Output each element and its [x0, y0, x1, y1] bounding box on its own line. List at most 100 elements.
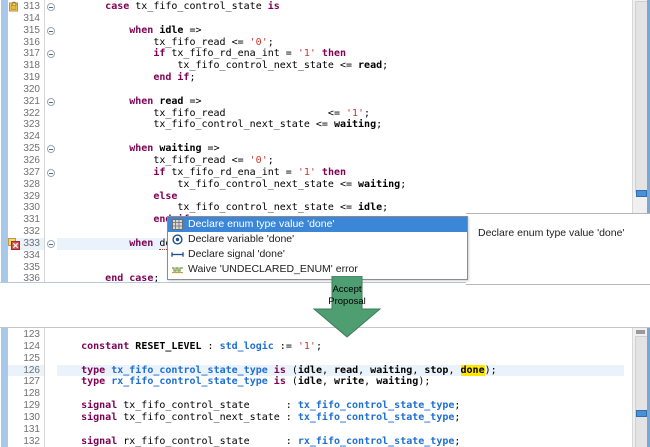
proposal-label: Declare enum type value 'done'	[188, 218, 335, 230]
code-line[interactable]: if tx_fifo_rd_ena_int = '1' then	[153, 166, 347, 178]
code-line-active[interactable]: type tx_fifo_control_state_type is (idle…	[57, 364, 624, 377]
line-number: 328	[23, 178, 40, 190]
line-number: 318	[23, 60, 40, 72]
proposal-item-waive[interactable]: Waive 'UNDECLARED_ENUM' error	[168, 262, 467, 277]
proposal-label: Declare signal 'done'	[188, 248, 285, 260]
code-line[interactable]: tx_fifo_control_next_state <= waiting;	[57, 119, 383, 131]
line-number: 332	[23, 226, 40, 238]
code-line[interactable]: end if;	[153, 72, 196, 84]
folding-ruler-top[interactable]	[45, 0, 57, 282]
code-line[interactable]	[57, 131, 624, 143]
line-number: 128	[23, 388, 40, 400]
fold-toggle[interactable]	[47, 145, 55, 154]
line-number: 324	[23, 131, 40, 143]
line-number: 335	[23, 261, 40, 273]
folding-ruler-bottom[interactable]	[45, 328, 57, 447]
proposal-item-enum-type[interactable]: Declare enum type value 'done'	[168, 217, 467, 232]
line-number-gutter-bottom: 123 124 125 126 127 128 129 130 131 132 …	[8, 328, 45, 447]
code-text-bottom[interactable]: constant RESET_LEVEL : std_logic := '1';…	[57, 328, 624, 447]
fold-toggle[interactable]	[47, 50, 55, 59]
code-line[interactable]: when idle =>	[129, 24, 202, 36]
code-line[interactable]: signal rx_fifo_control_state : rx_fifo_c…	[81, 435, 461, 447]
code-line[interactable]	[57, 388, 624, 400]
proposal-item-variable[interactable]: Declare variable 'done'	[168, 232, 467, 247]
code-editor-top[interactable]: 313 314 315 316 317 318 319 320 321 322 …	[0, 0, 650, 283]
line-number: 315	[23, 24, 40, 36]
code-line[interactable]: if tx_fifo_rd_ena_int = '1' then	[153, 48, 347, 60]
line-number: 132	[23, 435, 40, 447]
code-line[interactable]	[57, 84, 624, 96]
waive-icon	[171, 263, 184, 276]
code-line[interactable]: end case;	[105, 273, 160, 282]
code-line[interactable]: constant RESET_LEVEL : std_logic := '1';	[81, 340, 322, 352]
annotation-ruler-bottom[interactable]	[0, 328, 8, 447]
code-editor-bottom[interactable]: 123 124 125 126 127 128 129 130 131 132 …	[0, 327, 650, 447]
bookmark-icon[interactable]	[8, 1, 20, 13]
scrollbar-annotation-marker[interactable]	[636, 190, 647, 197]
vertical-scrollbar-top[interactable]	[632, 0, 650, 282]
scrollbar-annotation-marker-top[interactable]	[636, 330, 645, 334]
code-line[interactable]: when read =>	[129, 95, 202, 107]
vertical-scrollbar-bottom[interactable]	[632, 328, 650, 447]
fold-toggle[interactable]	[47, 240, 55, 249]
code-line[interactable]: tx_fifo_control_next_state <= read;	[57, 60, 389, 72]
fold-toggle[interactable]	[47, 3, 55, 11]
line-number: 131	[23, 423, 40, 435]
fold-toggle[interactable]	[47, 168, 55, 177]
content-assist-popup[interactable]: Declare enum type value 'done' Declare v…	[167, 216, 468, 280]
line-number: 320	[23, 83, 40, 95]
code-line[interactable]: tx_fifo_control_next_state <= waiting;	[57, 178, 407, 190]
code-line[interactable]: tx_fifo_control_next_state <= idle;	[57, 202, 389, 214]
error-icon[interactable]	[8, 238, 20, 250]
line-number-gutter-top: 313 314 315 316 317 318 319 320 321 322 …	[8, 0, 45, 282]
code-line[interactable]	[57, 424, 624, 436]
line-number: 323	[23, 119, 40, 131]
line-number: 334	[23, 249, 40, 261]
signal-icon	[171, 248, 184, 261]
line-number: 326	[23, 154, 40, 166]
proposal-item-signal[interactable]: Declare signal 'done'	[168, 247, 467, 262]
line-number: 129	[23, 400, 40, 412]
line-number: 325	[23, 143, 40, 155]
code-line[interactable]: signal tx_fifo_control_next_state : tx_f…	[81, 411, 461, 423]
line-number: 314	[23, 12, 40, 24]
line-number: 321	[23, 95, 40, 107]
tooltip-text: Declare enum type value 'done'	[478, 227, 625, 239]
fold-toggle[interactable]	[47, 26, 55, 35]
code-line[interactable]: type rx_fifo_control_state_type is (idle…	[81, 376, 431, 388]
scrollbar-annotation-marker[interactable]	[636, 410, 647, 417]
code-line[interactable]: signal tx_fifo_control_state : tx_fifo_c…	[81, 400, 461, 412]
line-number: 124	[23, 340, 40, 352]
variable-icon	[171, 233, 184, 246]
annotation-ruler-top[interactable]	[0, 0, 8, 282]
line-number: 322	[23, 107, 40, 119]
line-number: 126	[8, 364, 44, 377]
line-number: 336	[23, 273, 40, 283]
code-line[interactable]: tx_fifo_read <= '0';	[57, 36, 274, 48]
line-number: 330	[23, 202, 40, 214]
proposal-label: Waive 'UNDECLARED_ENUM' error	[188, 263, 358, 275]
code-line[interactable]: tx_fifo_read <= '0';	[57, 154, 274, 166]
editor-right-edge-bottom	[647, 328, 650, 447]
line-number: 130	[23, 411, 40, 423]
code-line[interactable]: else	[153, 190, 178, 202]
code-line[interactable]	[57, 353, 624, 365]
line-number: 329	[23, 190, 40, 202]
line-number: 316	[23, 36, 40, 48]
code-line[interactable]: case tx_fifo_control_state is	[105, 1, 280, 12]
line-number: 331	[23, 214, 40, 226]
line-number: 313	[23, 1, 40, 12]
line-number: 125	[23, 352, 40, 364]
line-number: 317	[23, 48, 40, 60]
editor-right-edge	[647, 0, 650, 282]
line-number: 333	[8, 237, 44, 250]
code-line[interactable]	[57, 13, 624, 25]
fold-toggle[interactable]	[47, 97, 55, 106]
line-number: 319	[23, 72, 40, 84]
line-number: 127	[23, 376, 40, 388]
down-arrow-icon	[312, 275, 382, 338]
code-line[interactable]: tx_fifo_read <= '1';	[57, 107, 371, 119]
content-assist-tooltip: Declare enum type value 'done'	[466, 213, 650, 285]
code-line[interactable]: when waiting =>	[129, 143, 220, 155]
enum-type-icon	[171, 218, 184, 231]
